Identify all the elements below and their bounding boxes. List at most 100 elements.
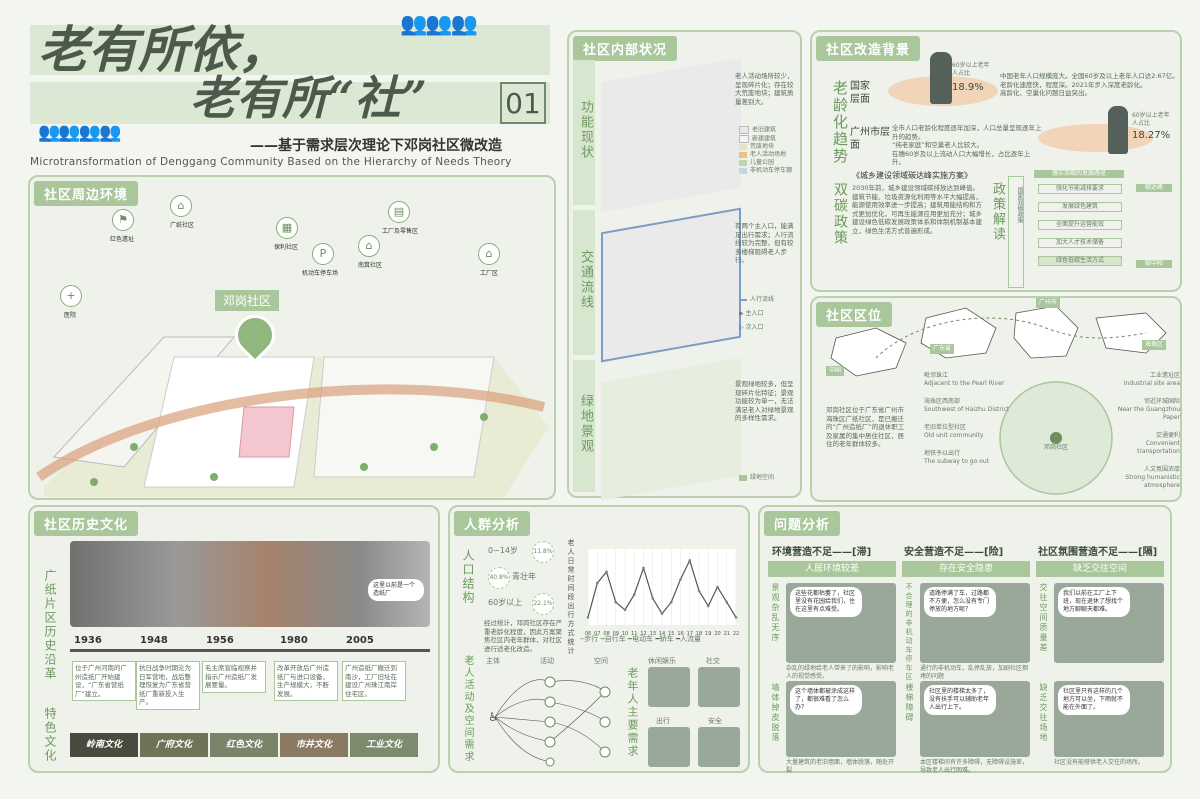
location-center: 邓岗社区	[1044, 444, 1069, 451]
chart-x-tick: 10	[622, 631, 628, 637]
structure-label: 人口结构	[461, 549, 475, 605]
age-caption: 经过统计，邓岗社区存在严重老龄化程度，因此方案聚焦社区内老年群体，对社区进行适老…	[484, 619, 562, 653]
function-legend: 老旧建筑 新建建筑 荒废地块 老人活动场地 儿童公园 非机动车停车棚	[739, 126, 799, 175]
need-label: 安全	[708, 717, 722, 725]
issues-title: 问题分析	[764, 511, 841, 536]
subtitle: ——基于需求层次理论下邓岗社区微改造	[250, 138, 502, 154]
issue-item-label: 墙体掉皮脱落	[771, 683, 780, 743]
issues-grid: 环境营造不足——[滞] 人居环境较差 景观杂乱无序 这些花都枯萎了，社区里没有花…	[768, 543, 1168, 774]
green-map	[601, 357, 741, 501]
chart-x-tick: 09	[613, 631, 619, 637]
home-icon: ⌂	[170, 195, 192, 217]
age-label: 0~14岁	[488, 546, 518, 555]
age-label: 60岁以上	[488, 598, 523, 607]
age-pct: 22.1%	[532, 593, 554, 615]
crowd-title: 人群分析	[454, 511, 531, 536]
chart-point	[706, 604, 710, 608]
timeline-text: 抗日战争时期沦为日军营地，战后整理恢复为广东省营纸厂重新投入生产。	[136, 661, 200, 710]
home-icon: ⌂	[358, 235, 380, 257]
chart-x-tick: 14	[659, 631, 665, 637]
aging-label: 老龄化趋势	[831, 80, 849, 165]
issue-sub: 存在安全隐患	[902, 561, 1030, 577]
title-line1: 老有所依，	[38, 20, 288, 79]
chart-x-tick: 18	[696, 631, 702, 637]
chart-point	[586, 616, 590, 619]
chart-x-tick: 08	[603, 631, 609, 637]
community-name-label: 邓岗社区	[215, 290, 280, 311]
activity-col: 活动	[540, 657, 554, 665]
header: 老有所依， 老有所“社” 01 👥👥👥 👥👥👥👥 ——基于需求层次理论下邓岗社区…	[0, 0, 560, 175]
diagram-step: 强化节能减排要求	[1038, 184, 1122, 194]
location-label-district: 海珠区	[1142, 340, 1167, 350]
issue-item-label: 交往空间质量差	[1039, 583, 1048, 653]
timeline-text: 广州造纸厂搬迁到南沙，工厂旧址在建设广州珠江南岸住宅区。	[342, 661, 406, 701]
timeline-text: 毛主席宣临视察并指示广州造纸厂发展要量。	[202, 661, 266, 693]
internal-section-traffic: 交通流线 有两个主入口，能满足出行需求；人行流线较为完整，但有较多楼梯阻碍老人步…	[573, 207, 797, 363]
chart-point	[669, 600, 673, 604]
history-side-label: 广纸片区历史沿革	[43, 569, 57, 681]
chart-point	[651, 597, 655, 600]
chart-point	[679, 578, 682, 581]
timeline-year: 1956	[206, 635, 234, 646]
title-band-1	[30, 25, 550, 75]
crowd-panel: 人群分析 人口结构 0~14岁 11.8% 青壮年 40.8% 60岁以上 22…	[448, 505, 750, 773]
chart-x-tick: 16	[677, 631, 683, 637]
section-label: 交通流线	[578, 250, 593, 310]
poi-label: 广纸社区	[170, 222, 195, 229]
poi-label: 工厂及零售区	[382, 228, 419, 235]
red-site-icon: ⚑	[112, 209, 134, 231]
location-label-city: 广州市	[1036, 298, 1061, 308]
poi-label: 南箕社区	[358, 262, 383, 269]
chart-point	[697, 589, 701, 593]
section-text: 景观绿地较多，但呈现碎片化特征；景观功能较为单一，无法满足老人对绿地景观的多样性…	[735, 380, 794, 422]
diagram-right-head: 碳达峰	[1136, 184, 1172, 192]
diagram-right-foot: 碳中和	[1136, 260, 1172, 268]
chart-point	[660, 612, 664, 615]
location-text: 邓岗社区位于广东省广州市海珠区广纸社区，是已搬迁的“广州造纸厂”的退休职工及家属…	[826, 406, 905, 448]
elder-icons-top: 👥👥👥	[400, 12, 478, 37]
activity-network: ♿	[488, 676, 611, 767]
traffic-map	[601, 207, 741, 363]
poi-label: 工厂区	[480, 270, 499, 277]
surroundings-map	[36, 336, 549, 497]
city-stat: 18.27%	[1132, 130, 1171, 141]
culture-street: 市井文化	[280, 733, 348, 757]
parking-icon: P	[312, 243, 334, 265]
chart-point	[734, 616, 738, 619]
location-title: 社区区位	[816, 302, 893, 327]
internal-panel: 社区内部状况 功能现状 老人活动场所较少，呈现碎片化；存在较大荒废地块；建筑质量…	[567, 30, 802, 501]
need-photo	[698, 667, 740, 707]
location-maps	[830, 305, 1167, 495]
issue-caption: 通行的非机动车，乱停乱放，加剧社区拥堵的问题	[920, 665, 1029, 680]
function-map	[601, 57, 741, 213]
chart-x-tick: 19	[705, 631, 711, 637]
section-label: 功能现状	[578, 100, 593, 160]
history-title: 社区历史文化	[34, 511, 139, 536]
carbon-label: 双碳政策	[832, 182, 848, 246]
section-text: 有两个主入口，能满足出行需求；人行流线较为完整，但有较多楼梯阻碍老人步行。	[735, 222, 794, 264]
culture-red: 红色文化	[210, 733, 278, 757]
timeline-year: 2005	[346, 635, 374, 646]
city-level: 广州市层面	[850, 127, 890, 151]
location-label-province: 广东省	[930, 344, 955, 354]
shop-icon: ▤	[388, 201, 410, 223]
national-stat: 18.9%	[952, 82, 984, 93]
poi-label: 保利社区	[274, 244, 299, 251]
issue-bubble: 这些花都枯萎了，社区里没有花园给我们，住在这里有点难受。	[790, 587, 862, 617]
policy-diagram: 国家双碳政策 落实双碳的发展路径 强化节能减排要求 发展绿色建筑 全面提升运营能…	[1008, 170, 1180, 288]
timeline-year: 1948	[140, 635, 168, 646]
chart-x-tick: 15	[668, 631, 674, 637]
background-title: 社区改造背景	[816, 36, 921, 61]
issue-sub: 缺乏交往空间	[1036, 561, 1164, 577]
policy-title: 《城乡建设领域碳达峰实施方案》	[852, 171, 972, 180]
chart-x-tick: 12	[640, 631, 646, 637]
chart-title-vertical: 老人日常时间段出行方式统计	[567, 539, 575, 656]
title-line2: 老有所“社”	[190, 71, 427, 125]
hospital-icon: +	[60, 285, 82, 307]
diagram-step: 发展绿色建筑	[1038, 202, 1122, 212]
internal-section-green: 绿地景观 景观绿地较多，但呈现碎片化特征；景观功能较为单一，无法满足老人对绿地景…	[573, 357, 797, 501]
location-label-china: 中国	[826, 366, 845, 376]
chart-x-tick: 17	[687, 631, 693, 637]
